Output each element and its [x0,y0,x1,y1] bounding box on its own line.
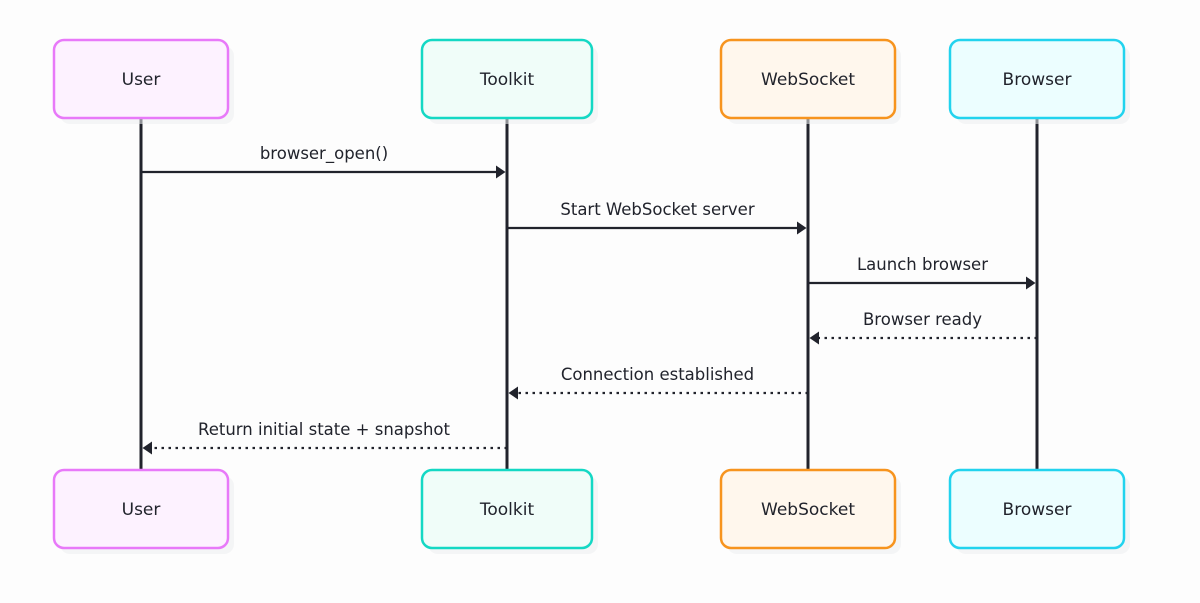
message-5[interactable]: Connection established [508,365,809,400]
message-arrowhead [142,441,152,455]
message-label: Return initial state + snapshot [198,420,451,439]
message-label: Connection established [561,365,754,384]
participant-browser-top[interactable]: Browser [948,38,1130,124]
message-6[interactable]: Return initial state + snapshot [142,420,508,455]
participant-toolkit-top[interactable]: Toolkit [420,38,598,124]
bottom-actors-layer: User Toolkit WebSocket Browser [52,468,1130,554]
participant-box[interactable] [52,468,230,550]
message-arrowhead [496,165,506,179]
participant-box[interactable] [52,38,230,120]
participant-browser-bottom[interactable]: Browser [948,468,1130,554]
participant-label: User [122,70,161,90]
message-4[interactable]: Browser ready [809,310,1038,345]
participant-box[interactable] [719,38,897,120]
message-arrowhead [1026,276,1036,290]
participant-label: WebSocket [761,500,855,520]
message-1[interactable]: browser_open() [141,144,506,179]
message-arrowhead [508,386,518,400]
participant-box[interactable] [719,468,897,550]
participant-websocket-bottom[interactable]: WebSocket [719,468,901,554]
message-3[interactable]: Launch browser [808,255,1036,290]
message-label: Launch browser [857,255,988,274]
participant-label: Browser [1003,500,1072,520]
participant-toolkit-bottom[interactable]: Toolkit [420,468,598,554]
participant-box[interactable] [948,468,1126,550]
participant-user-bottom[interactable]: User [52,468,234,554]
participant-websocket-top[interactable]: WebSocket [719,38,901,124]
participant-box[interactable] [420,468,594,550]
participant-label: Toolkit [479,70,535,90]
messages-layer: browser_open() Start WebSocket serverLaun… [141,144,1037,455]
participant-box[interactable] [420,38,594,120]
participant-label: Browser [1003,70,1072,90]
message-arrowhead [797,221,807,235]
participant-label: WebSocket [761,70,855,90]
message-label: browser_open() [260,144,388,164]
participant-label: Toolkit [479,500,535,520]
message-2[interactable]: Start WebSocket server [507,200,807,235]
message-label: Browser ready [863,310,982,329]
participant-label: User [122,500,161,520]
participant-box[interactable] [948,38,1126,120]
top-actors-layer: User Toolkit WebSocket Browser [52,38,1130,124]
lifelines-layer [139,118,1039,470]
message-label: Start WebSocket server [560,200,754,219]
message-arrowhead [809,331,819,345]
participant-user-top[interactable]: User [52,38,234,124]
